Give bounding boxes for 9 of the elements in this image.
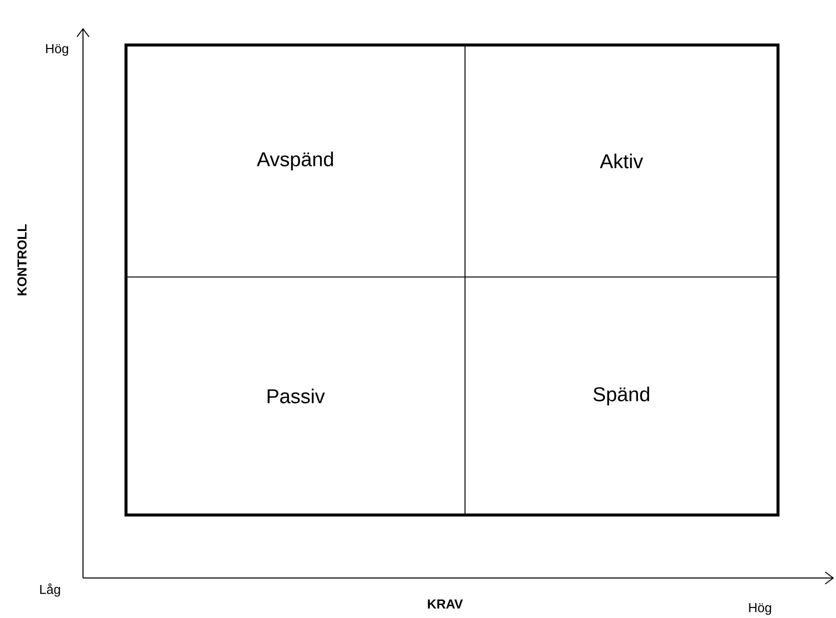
quadrant-cell: Avspänd [126,44,466,278]
quadrant-cell: Passiv [126,276,466,516]
quadrant-cell: Aktiv [464,44,778,278]
axis-label: Hög [749,603,772,615]
axis-label: Hög [46,44,68,56]
axis-title: KRAV [428,600,463,608]
axis-title: KONTROLL [17,224,27,296]
axis-label: Låg [40,583,60,597]
quadrant-cell: Spänd [464,276,778,516]
